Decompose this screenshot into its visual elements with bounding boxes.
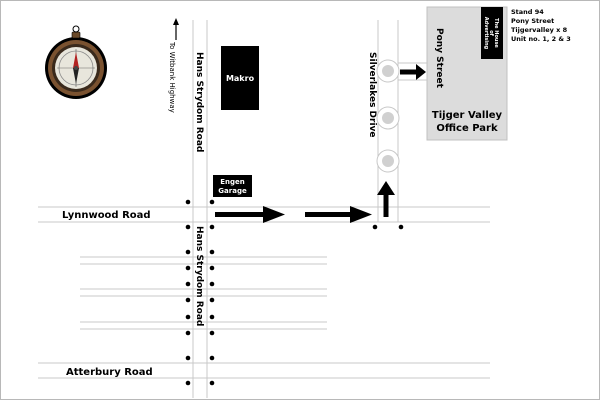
witbank-direction: To Witbank Highway xyxy=(168,18,179,113)
witbank-highway-label: To Witbank Highway xyxy=(168,41,176,113)
route-arrow-right-2 xyxy=(305,206,372,223)
address-line-1: Stand 94 xyxy=(511,8,544,16)
address-line-2: Pony Street xyxy=(511,17,554,25)
route-arrow-right-1 xyxy=(215,206,285,223)
address-line-3: Tijgervalley x 8 xyxy=(511,26,568,34)
roundabout-1 xyxy=(376,59,400,83)
pony-street-label: Pony Street xyxy=(434,28,444,89)
hans-strydom-road-label-south: Hans Strydom Road xyxy=(194,226,204,326)
makro-label: Makro xyxy=(226,74,255,83)
roundabout-2 xyxy=(376,106,400,130)
pony-street xyxy=(398,62,427,81)
engen-garage-building xyxy=(213,175,252,197)
route-arrow-pony xyxy=(400,64,426,80)
atterbury-road-label: Atterbury Road xyxy=(66,367,153,378)
makro-building xyxy=(221,46,259,110)
address-line-4: Unit no. 1, 2 & 3 xyxy=(511,35,571,43)
intersection-dots xyxy=(185,199,404,386)
engen-label-line1: Engen xyxy=(220,178,245,186)
hans-strydom-road xyxy=(192,20,208,398)
compass-icon xyxy=(45,25,107,99)
route-arrows xyxy=(215,64,426,223)
tijger-valley-label-line1: Tijger Valley xyxy=(432,110,503,121)
engen-label-line2: Garage xyxy=(218,187,247,195)
tijger-valley-label-line2: Office Park xyxy=(436,123,498,134)
north-arrow-icon xyxy=(173,18,179,25)
side-streets xyxy=(80,256,327,330)
house-label-line1: The House xyxy=(493,18,499,48)
house-label-line3: Advertising xyxy=(483,17,489,50)
atterbury-road xyxy=(38,362,490,379)
hans-strydom-road-label-north: Hans Strydom Road xyxy=(194,52,204,152)
address-block: Stand 94 Pony Street Tijgervalley x 8 Un… xyxy=(511,8,571,43)
house-of-advertising-building xyxy=(481,7,503,59)
roundabout-3 xyxy=(376,149,400,173)
route-arrow-up xyxy=(377,181,395,217)
house-of-advertising-label: The House of Advertising xyxy=(483,17,499,50)
lynnwood-road-label: Lynnwood Road xyxy=(62,210,151,221)
silverlakes-drive-label: Silverlakes Drive xyxy=(367,52,377,138)
house-label-line2: of xyxy=(488,30,494,36)
